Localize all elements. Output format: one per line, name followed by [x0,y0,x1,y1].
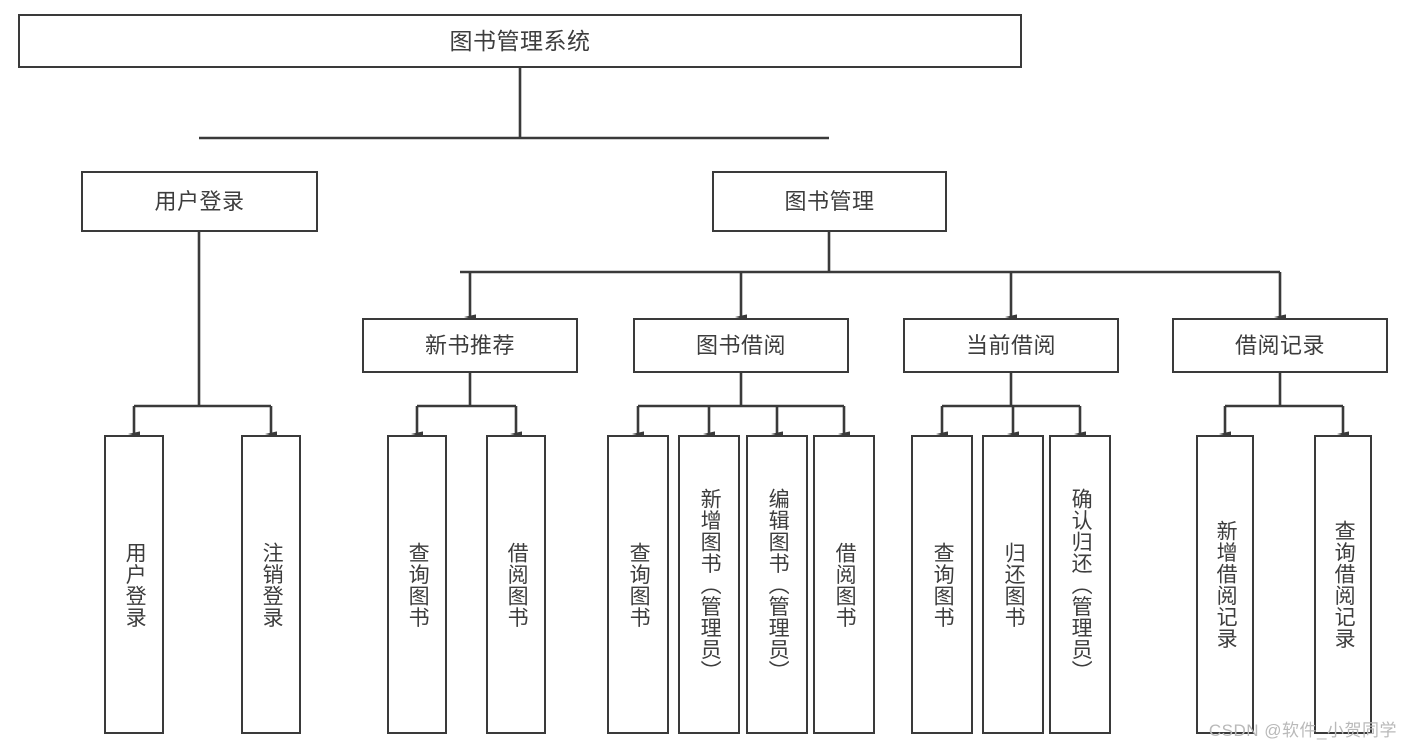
node-label: 当前借阅 [965,332,1056,358]
leaf-node-l-confirm-return: 确认归还（管理员） [1049,435,1111,734]
node-label: 查询图书 [627,541,651,628]
node-user-login: 用户登录 [81,171,318,232]
node-label: 新书推荐 [424,332,515,358]
node-label: 注销登录 [260,541,284,628]
leaf-node-l-borrow-book-1: 借阅图书 [486,435,546,734]
node-label: 归还图书 [1002,541,1026,628]
root-node-root: 图书管理系统 [18,14,1022,68]
leaf-node-l-query-record: 查询借阅记录 [1314,435,1372,734]
leaf-node-l-edit-book: 编辑图书（管理员） [746,435,808,734]
leaf-node-l-return-book: 归还图书 [982,435,1044,734]
node-label: 新增借阅记录 [1214,520,1238,649]
node-label: 用户登录 [154,188,245,214]
leaf-node-leaf-user-login: 用户登录 [104,435,164,734]
node-label: 借阅图书 [505,541,529,628]
node-label: 借阅记录 [1234,332,1325,358]
leaf-node-l-borrow-book-2: 借阅图书 [813,435,875,734]
node-borrow-record: 借阅记录 [1172,318,1388,373]
node-current-borrow: 当前借阅 [903,318,1119,373]
node-label: 确认归还（管理员） [1069,487,1093,682]
node-label: 查询图书 [406,541,430,628]
leaf-node-l-add-book: 新增图书（管理员） [678,435,740,734]
node-book-borrow: 图书借阅 [633,318,849,373]
node-label: 用户登录 [123,541,147,628]
leaf-node-leaf-user-logout: 注销登录 [241,435,301,734]
node-label: 图书管理系统 [449,27,591,54]
node-label: 借阅图书 [833,541,857,628]
node-label: 编辑图书（管理员） [766,487,790,682]
leaf-node-l-query-book-1: 查询图书 [387,435,447,734]
node-new-book-rec: 新书推荐 [362,318,578,373]
node-label: 查询借阅记录 [1332,520,1356,649]
leaf-node-l-query-book-3: 查询图书 [911,435,973,734]
watermark-label: CSDN @软件_小贺同学 [1208,721,1397,740]
leaf-node-l-query-book-2: 查询图书 [607,435,669,734]
node-label: 查询图书 [931,541,955,628]
node-book-manage: 图书管理 [712,171,947,232]
leaf-node-l-add-record: 新增借阅记录 [1196,435,1254,734]
node-label: 图书借阅 [695,332,786,358]
node-label: 图书管理 [784,188,875,214]
node-label: 新增图书（管理员） [698,487,722,682]
